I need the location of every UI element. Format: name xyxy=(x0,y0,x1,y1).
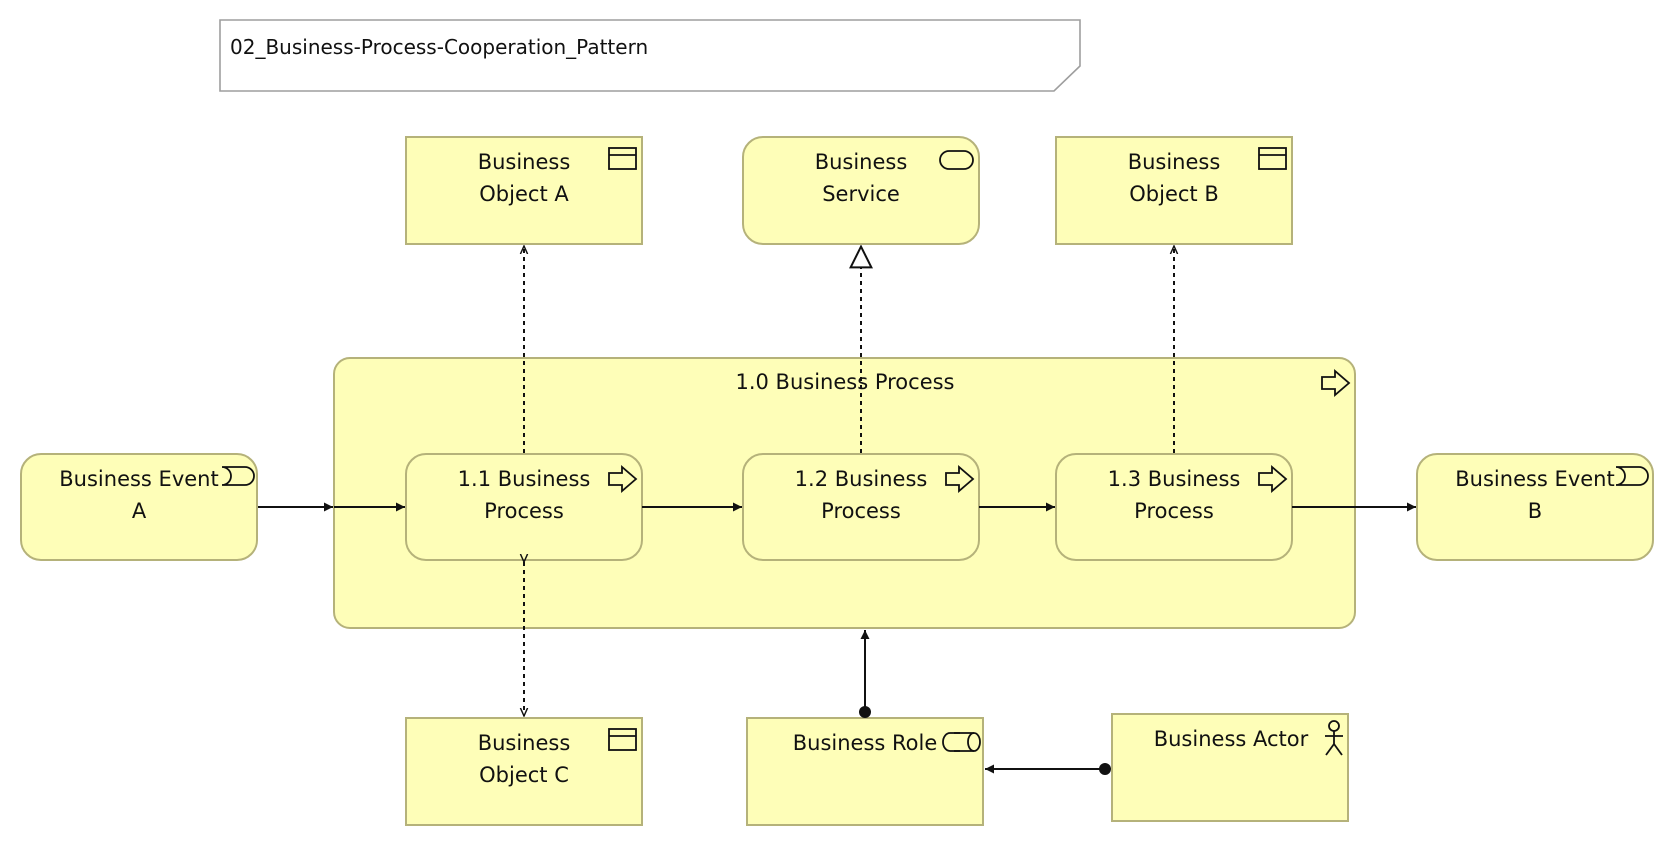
business-event-b-label-line1: Business Event xyxy=(1455,467,1614,491)
business-object-a[interactable]: Business Object A xyxy=(405,136,643,245)
process-arrow-icon xyxy=(608,465,638,493)
business-event-icon xyxy=(1615,466,1649,486)
business-object-c-label-line2: Object C xyxy=(479,763,569,787)
business-process-1-1[interactable]: 1.1 Business Process xyxy=(405,453,643,561)
business-object-icon xyxy=(1258,147,1287,170)
relationships xyxy=(258,245,1416,775)
business-object-b-label-line1: Business xyxy=(1128,150,1221,174)
business-process-1-3-label-line2: Process xyxy=(1134,499,1214,523)
business-process-1-3-label-line1: 1.3 Business xyxy=(1108,467,1241,491)
business-object-c[interactable]: Business Object C xyxy=(405,717,643,826)
process-arrow-icon xyxy=(1258,465,1288,493)
business-actor-label: Business Actor xyxy=(1154,727,1309,751)
business-service[interactable]: Business Service xyxy=(742,136,980,245)
business-process-1-2[interactable]: 1.2 Business Process xyxy=(742,453,980,561)
business-service-label-line2: Service xyxy=(822,182,900,206)
business-object-a-label-line1: Business xyxy=(478,150,571,174)
business-role-icon xyxy=(942,732,981,752)
business-process-1-3[interactable]: 1.3 Business Process xyxy=(1055,453,1293,561)
business-object-icon xyxy=(608,147,637,170)
business-event-b[interactable]: Business Event B xyxy=(1416,453,1654,561)
business-service-label-line1: Business xyxy=(815,150,908,174)
main-business-process-label: 1.0 Business Process xyxy=(735,370,954,394)
business-event-a-label-line1: Business Event xyxy=(59,467,218,491)
business-role-label: Business Role xyxy=(793,731,938,755)
business-object-b-label-line2: Object B xyxy=(1129,182,1218,206)
business-event-b-label-line2: B xyxy=(1528,499,1542,523)
business-object-icon xyxy=(608,728,637,751)
business-event-a-label-line2: A xyxy=(132,499,147,523)
process-arrow-icon xyxy=(945,465,975,493)
business-actor[interactable]: Business Actor xyxy=(1111,713,1349,822)
business-process-1-2-label-line2: Process xyxy=(821,499,901,523)
business-process-1-1-label-line2: Process xyxy=(484,499,564,523)
business-event-icon xyxy=(221,466,255,486)
business-object-a-label-line2: Object A xyxy=(479,182,569,206)
diagram-title-note[interactable]: 02_Business-Process-Cooperation_Pattern xyxy=(219,19,1081,92)
business-process-1-1-label-line1: 1.1 Business xyxy=(458,467,591,491)
business-actor-icon xyxy=(1325,720,1343,756)
business-object-b[interactable]: Business Object B xyxy=(1055,136,1293,245)
business-object-c-label-line1: Business xyxy=(478,731,571,755)
business-role[interactable]: Business Role xyxy=(746,717,984,826)
business-event-a[interactable]: Business Event A xyxy=(20,453,258,561)
business-service-icon xyxy=(939,150,974,170)
diagram-title: 02_Business-Process-Cooperation_Pattern xyxy=(230,35,648,59)
process-arrow-icon xyxy=(1321,369,1351,397)
business-process-1-2-label-line1: 1.2 Business xyxy=(795,467,928,491)
